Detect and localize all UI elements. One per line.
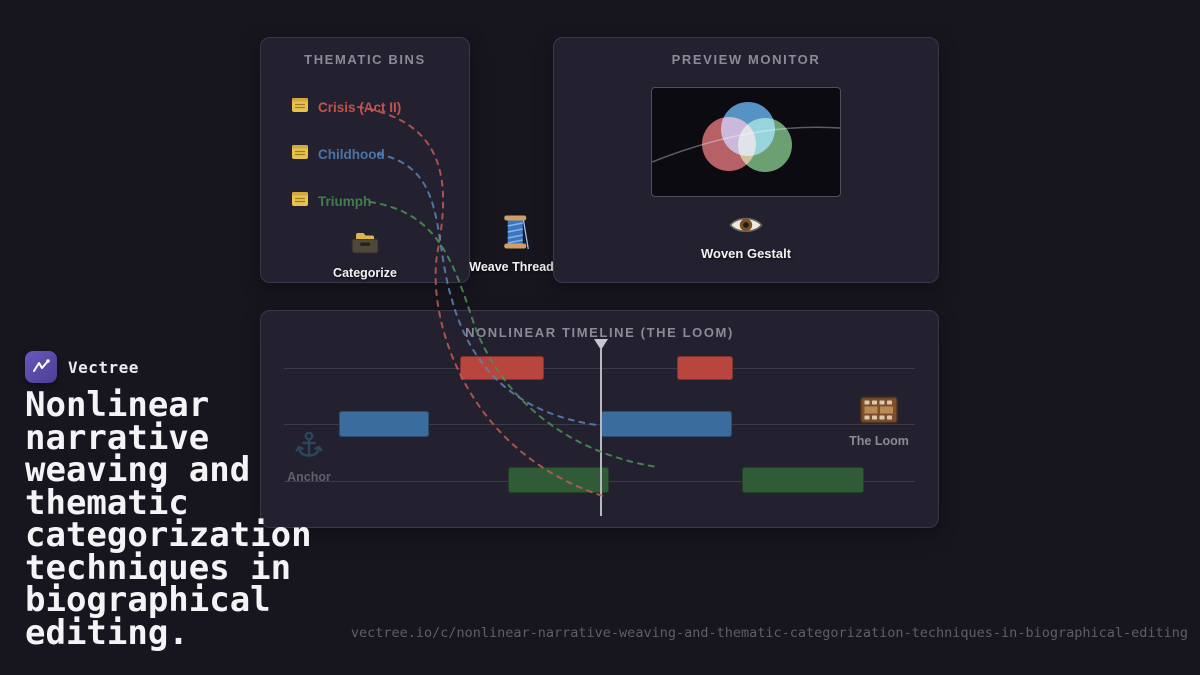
sticky-note-icon xyxy=(291,190,309,213)
playhead-line xyxy=(600,348,602,516)
preview-monitor-title: PREVIEW MONITOR xyxy=(671,52,821,67)
bin-item-crisis[interactable]: Crisis (Act II) xyxy=(291,96,401,118)
panel-thematic-bins: THEMATIC BINS Crisis (Act II) Childhood … xyxy=(260,37,470,283)
card-file-box-icon xyxy=(349,228,381,261)
panel-preview-monitor: PREVIEW MONITOR Woven Gestalt xyxy=(553,37,939,283)
loom-marker: The Loom xyxy=(848,396,910,448)
page-title: Nonlinear narrative weaving and thematic… xyxy=(25,385,312,653)
timeline-clip-crisis-2[interactable] xyxy=(677,356,733,380)
bin-item-label: Crisis (Act II) xyxy=(318,99,402,115)
bin-item-label: Triumph xyxy=(318,193,372,209)
brand-name: Vectree xyxy=(68,357,139,377)
brand: Vectree xyxy=(25,351,139,383)
timeline-clip-childhood-1[interactable] xyxy=(339,411,429,437)
bin-item-label: Childhood xyxy=(318,146,385,162)
weave-threads-button[interactable]: Weave Threads xyxy=(469,214,561,274)
eye-icon xyxy=(728,214,764,241)
categorize-button[interactable]: Categorize xyxy=(333,228,397,280)
sticky-note-icon xyxy=(291,96,309,119)
vectree-logo xyxy=(25,351,57,383)
anchor-icon xyxy=(294,430,324,465)
woven-gestalt-label: Woven Gestalt xyxy=(700,246,792,261)
page-url: vectree.io/c/nonlinear-narrative-weaving… xyxy=(350,625,1188,641)
woven-gestalt-caption: Woven Gestalt xyxy=(701,214,791,261)
thematic-bins-title: THEMATIC BINS xyxy=(304,52,426,67)
weave-threads-label: Weave Threads xyxy=(469,260,561,274)
bin-item-childhood[interactable]: Childhood xyxy=(291,143,385,165)
categorize-label: Categorize xyxy=(333,266,397,280)
anchor-marker[interactable]: Anchor xyxy=(279,430,339,484)
preview-screen xyxy=(651,87,841,197)
bin-item-triumph[interactable]: Triumph xyxy=(291,190,371,212)
panel-timeline: NONLINEAR TIMELINE (THE LOOM) Anchor The… xyxy=(260,310,939,528)
film-frames-icon xyxy=(860,396,898,429)
timeline-clip-triumph-2[interactable] xyxy=(742,467,864,493)
timeline-clip-crisis-1[interactable] xyxy=(460,356,544,380)
timeline-title: NONLINEAR TIMELINE (THE LOOM) xyxy=(465,325,734,340)
loom-label: The Loom xyxy=(849,434,909,448)
venn-circle-green xyxy=(738,118,792,172)
playhead[interactable] xyxy=(594,339,608,521)
timeline-clip-childhood-2[interactable] xyxy=(601,411,732,437)
vectree-logo-icon xyxy=(33,359,50,372)
sticky-note-icon xyxy=(291,143,309,166)
thread-spool-icon xyxy=(501,214,529,255)
anchor-label: Anchor xyxy=(287,470,331,484)
